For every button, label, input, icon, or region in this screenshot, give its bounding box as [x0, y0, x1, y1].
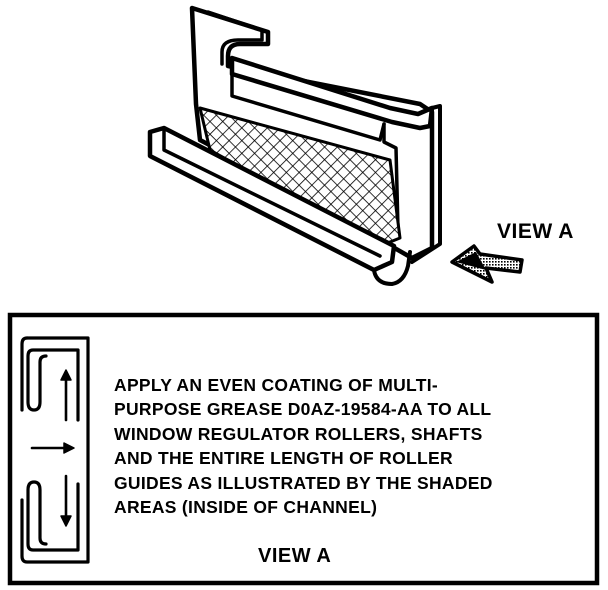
channel-top-slot: [206, 10, 264, 66]
channel-cross-section-icon: [20, 336, 90, 564]
channel-top-flange: [229, 55, 435, 131]
view-a-label-top: VIEW A: [497, 220, 574, 243]
channel-bottom-curl: [372, 250, 412, 286]
instruction-box: [7, 312, 600, 586]
view-a-label-bottom: VIEW A: [258, 545, 332, 567]
instruction-line: GUIDES AS ILLUSTRATED BY THE SHADED: [114, 472, 493, 493]
view-direction-arrow-icon: [450, 244, 524, 284]
channel-right-edge: [410, 104, 442, 264]
instruction-text: APPLY AN EVEN COATING OF MULTI- PURPOSE …: [114, 373, 594, 519]
instruction-line: AND THE ENTIRE LENGTH OF ROLLER: [114, 448, 453, 469]
channel-top-flange-lip: [230, 56, 386, 142]
channel-front-lip-edge: [148, 126, 382, 258]
instruction-line: WINDOW REGULATOR ROLLERS, SHAFTS: [114, 423, 483, 444]
instruction-line: PURPOSE GREASE D0AZ-19584-AA TO ALL: [114, 399, 492, 420]
channel-inner-face: [382, 122, 400, 232]
instruction-line: AREAS (INSIDE OF CHANNEL): [114, 497, 378, 518]
roller-guide-channel-icon: [147, 5, 442, 286]
instruction-line: APPLY AN EVEN COATING OF MULTI-: [114, 375, 438, 395]
